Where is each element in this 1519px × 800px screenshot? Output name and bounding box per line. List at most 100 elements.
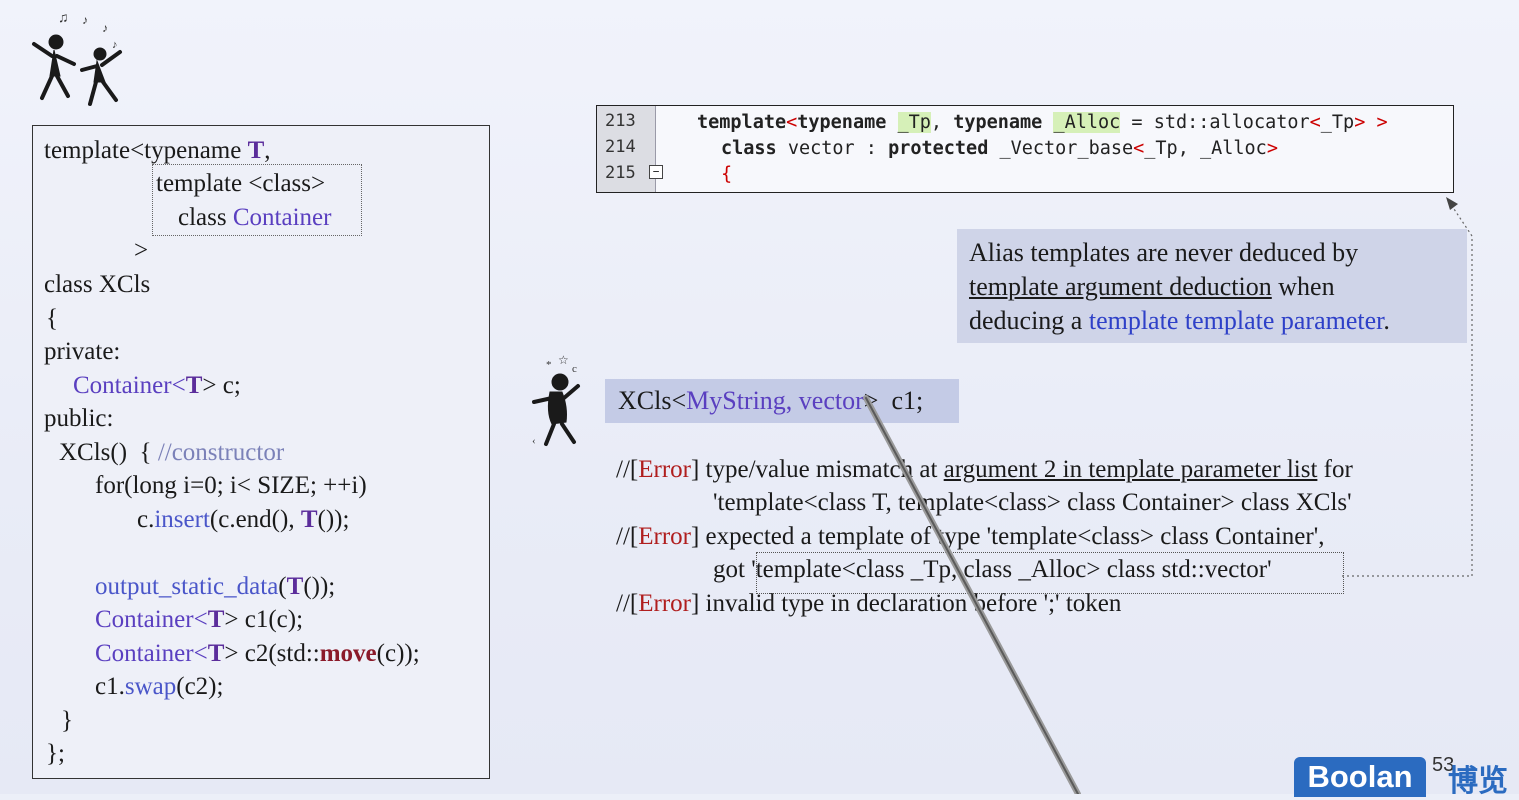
code-text: = (1120, 112, 1154, 133)
code-line-5: class XCls (44, 271, 151, 298)
code-text: XCls() { (59, 439, 158, 466)
error-prefix: ] (690, 523, 700, 550)
boolan-logo: Boolan (1294, 757, 1426, 797)
code-text: _Vector_base (988, 138, 1134, 159)
code-text: std::allocator (1153, 112, 1310, 133)
snippet-line-214: class vector : protected _Vector_base<_T… (721, 138, 1278, 159)
error-text: invalid type in declaration before ';' t… (699, 590, 1122, 617)
type-param-T: T (247, 137, 265, 164)
page-number: 53 (1432, 754, 1455, 776)
code-text: < (193, 606, 208, 633)
svg-text:*: * (546, 359, 552, 371)
alias-template-note: Alias templates are never deduced by tem… (957, 229, 1467, 343)
code-line-18: }; (46, 740, 65, 767)
error-prefix: //[ (616, 456, 639, 483)
code-text: (c.end(), (209, 506, 301, 533)
code-text: c. (137, 506, 155, 533)
code-text: < (171, 372, 186, 399)
code-text: ()); (317, 506, 350, 533)
code-text: > c1; (863, 386, 924, 415)
note-text: . (1383, 306, 1390, 335)
type-param-T: T (286, 573, 304, 600)
line-number: 213 (605, 111, 636, 131)
code-line-14: Container<T> c1(c); (95, 603, 303, 637)
error-message-1-continued: 'template<class T, template<class> class… (713, 489, 1352, 516)
keyword: protected (888, 138, 989, 159)
note-text: deducing a (969, 306, 1089, 335)
error-text: type/value mismatch at (699, 456, 944, 483)
svg-text:♫: ♫ (58, 11, 69, 26)
error-prefix: //[ (616, 590, 639, 617)
code-line-9: public: (44, 405, 114, 432)
note-term: template argument deduction (969, 272, 1272, 301)
highlighted-param: _Tp (897, 112, 931, 133)
line-number-gutter: 213 214 215 (597, 106, 656, 192)
note-text: when (1271, 272, 1335, 301)
code-text: c1. (95, 673, 125, 700)
note-line-2: template argument deduction when (969, 270, 1335, 304)
code-text: template<typename (44, 137, 248, 164)
container-name: Container (232, 204, 332, 231)
function-name: swap (124, 673, 177, 700)
move-keyword: move (319, 640, 377, 667)
svg-text:♪: ♪ (82, 13, 88, 27)
code-text: ( (278, 573, 287, 600)
type-param-T: T (207, 640, 225, 667)
snippet-line-215: { (721, 164, 733, 185)
container-name: Container (95, 640, 194, 667)
error-message-1: //[Error] type/value mismatch at argumen… (616, 453, 1353, 486)
code-line-11: for(long i=0; i< SIZE; ++i) (95, 472, 367, 499)
type-param-T: T (185, 372, 203, 399)
keyword: typename (797, 112, 887, 133)
template-param-highlight-box (152, 164, 362, 236)
highlighted-param: _Alloc (1053, 112, 1121, 133)
operator: > (1266, 138, 1278, 159)
template-template-code-box: template<typename T, template <class> cl… (32, 125, 490, 779)
code-text: vector : (776, 138, 889, 159)
code-line-10: XCls() { //constructor (59, 436, 284, 470)
note-line-1: Alias templates are never deduced by (969, 238, 1359, 267)
code-line-7: private: (44, 338, 121, 365)
code-text: ()); (303, 573, 336, 600)
code-line-6: { (46, 305, 58, 332)
type-param-T: T (207, 606, 225, 633)
logo-cjk-text: 博览 (1448, 764, 1508, 799)
juggler-figure-icon: * ☆ c ‹ (532, 353, 580, 447)
function-name: output_static_data (95, 573, 279, 600)
function-name: insert (154, 506, 210, 533)
code-line-12: c.insert(c.end(), T()); (137, 503, 349, 537)
type-param-T: T (300, 506, 318, 533)
svg-text:♪: ♪ (102, 21, 108, 35)
error-prefix: ] (690, 456, 700, 483)
code-comment: //constructor (157, 439, 285, 466)
code-line-4: > (134, 237, 149, 264)
code-text: class (178, 204, 233, 231)
fold-toggle-icon[interactable]: − (649, 165, 663, 179)
code-text: , (264, 137, 271, 164)
error-message-2: //[Error] expected a template of type 't… (616, 520, 1324, 553)
code-line-13: output_static_data(T()); (95, 570, 335, 604)
operator: < (1309, 112, 1321, 133)
code-text: < (193, 640, 208, 667)
error-message-3: //[Error] invalid type in declaration be… (616, 587, 1121, 620)
svg-text:c: c (572, 363, 577, 375)
operator: < (786, 112, 798, 133)
keyword: class (721, 138, 777, 159)
error-message-2-continued: got 'template<class _Tp, class _Alloc> c… (713, 556, 1272, 583)
error-label: Error (638, 523, 691, 550)
code-text: (c)); (376, 640, 420, 667)
code-text: _Tp (1320, 112, 1355, 133)
code-line-2: template <class> (156, 170, 326, 197)
error-text: expected a template of type 'template<cl… (699, 523, 1325, 550)
code-text: XCls< (618, 386, 687, 415)
line-number: 214 (605, 137, 636, 157)
error-prefix: //[ (616, 523, 639, 550)
template-arguments: MyString, vector (686, 386, 864, 415)
code-text: _Tp, _Alloc (1144, 138, 1267, 159)
vector-source-snippet: 213 214 215 − template<typename _Tp, typ… (596, 105, 1454, 193)
code-line-17: } (61, 707, 73, 734)
error-text: for (1317, 456, 1353, 483)
svg-text:♪: ♪ (112, 39, 118, 51)
operator: > > (1354, 112, 1388, 133)
note-line-3: deducing a template template parameter. (969, 304, 1390, 338)
